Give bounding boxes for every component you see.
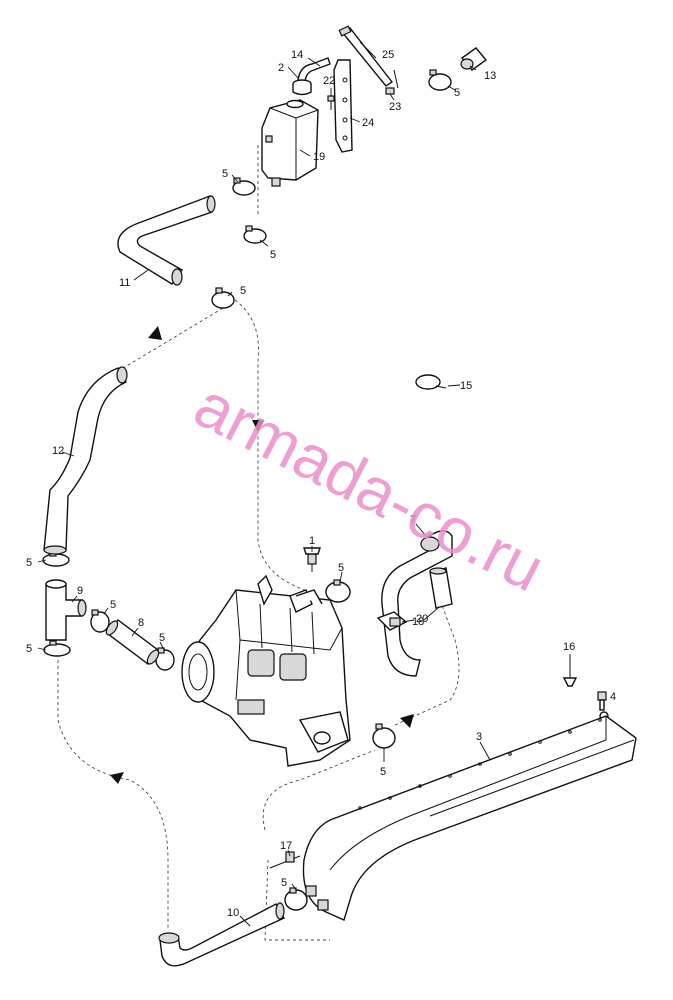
callout-19: 19 xyxy=(313,151,325,163)
callout-8: 8 xyxy=(138,617,144,629)
part-16-pin xyxy=(562,656,578,687)
part-19-expansion-tank xyxy=(261,99,319,187)
callout-5-top-right: 5 xyxy=(454,87,460,99)
callout-22: 22 xyxy=(323,75,335,87)
part-25-strap xyxy=(338,25,394,87)
callout-24: 24 xyxy=(362,117,374,129)
callout-25: 25 xyxy=(382,49,394,61)
engine-block xyxy=(181,574,351,767)
clamp-d xyxy=(428,69,452,91)
part-9-tee xyxy=(45,579,87,641)
watermark: armada-co.ru xyxy=(184,368,556,605)
clamp-i xyxy=(325,579,351,603)
part-7-pipe xyxy=(381,530,453,677)
callout-5-clamp-g: 5 xyxy=(110,599,116,611)
clamp-k xyxy=(284,887,308,911)
part-2-cap xyxy=(292,79,312,96)
clamps-part-5 xyxy=(42,69,452,911)
callout-3: 3 xyxy=(476,731,482,743)
clamp-g xyxy=(90,609,110,633)
callout-5-clamp-j: 5 xyxy=(380,766,386,778)
callout-5-clamp-a: 5 xyxy=(222,168,228,180)
exchanger-rivets xyxy=(358,718,602,810)
callout-18: 18 xyxy=(412,616,424,628)
clamp-b xyxy=(243,225,267,244)
part-10-hose xyxy=(158,902,285,967)
part-22-screw xyxy=(327,95,335,110)
callout-5-clamp-h: 5 xyxy=(159,632,165,644)
clamp-c xyxy=(211,287,235,309)
part-11-hose xyxy=(117,195,216,286)
callout-1: 1 xyxy=(309,535,315,547)
callout-9: 9 xyxy=(77,585,83,597)
part-12-hose xyxy=(43,366,128,555)
callout-2: 2 xyxy=(278,62,284,74)
part-14-pipe xyxy=(297,57,331,83)
flow-arrow-lower-left xyxy=(110,772,124,784)
leader-lines xyxy=(37,41,607,927)
callout-5-clamp-c: 5 xyxy=(240,285,246,297)
flow-arrow-upper xyxy=(148,326,162,340)
part-24-bracket xyxy=(333,59,353,153)
callout-4: 4 xyxy=(610,691,616,703)
part-8-hose xyxy=(105,619,160,665)
part-20-clip xyxy=(376,611,408,631)
callout-12: 12 xyxy=(52,445,64,457)
callout-16: 16 xyxy=(563,641,575,653)
flow-arrow-middle xyxy=(252,420,264,432)
clamp-f xyxy=(43,640,71,657)
callout-15: 15 xyxy=(460,380,472,392)
callout-5-clamp-k: 5 xyxy=(281,877,287,889)
clamp-j xyxy=(372,723,396,749)
callout-7: 7 xyxy=(410,514,416,526)
callout-10: 10 xyxy=(227,907,239,919)
callout-5-clamp-b: 5 xyxy=(270,249,276,261)
part-15-tie xyxy=(415,374,447,390)
callout-17: 17 xyxy=(280,840,292,852)
part-17-pin xyxy=(269,851,301,869)
part-18-sleeve xyxy=(429,567,453,609)
part-3-heat-exchanger xyxy=(302,715,637,921)
callout-11: 11 xyxy=(119,277,130,289)
callout-13: 13 xyxy=(484,70,496,82)
callout-23: 23 xyxy=(389,101,401,113)
part-13-sleeve xyxy=(460,47,488,71)
flow-arrow-right xyxy=(400,714,414,728)
callout-5-clamp-e: 5 xyxy=(26,557,32,569)
callout-5-clamp-f: 5 xyxy=(26,643,32,655)
callout-14: 14 xyxy=(291,49,303,61)
callout-20: 20 xyxy=(416,613,428,625)
callout-5-clamp-i: 5 xyxy=(338,562,344,574)
callout-labels: 14 2 25 13 5 22 23 24 19 5 5 5 11 15 12 … xyxy=(26,49,616,919)
routing-lines xyxy=(57,145,460,941)
